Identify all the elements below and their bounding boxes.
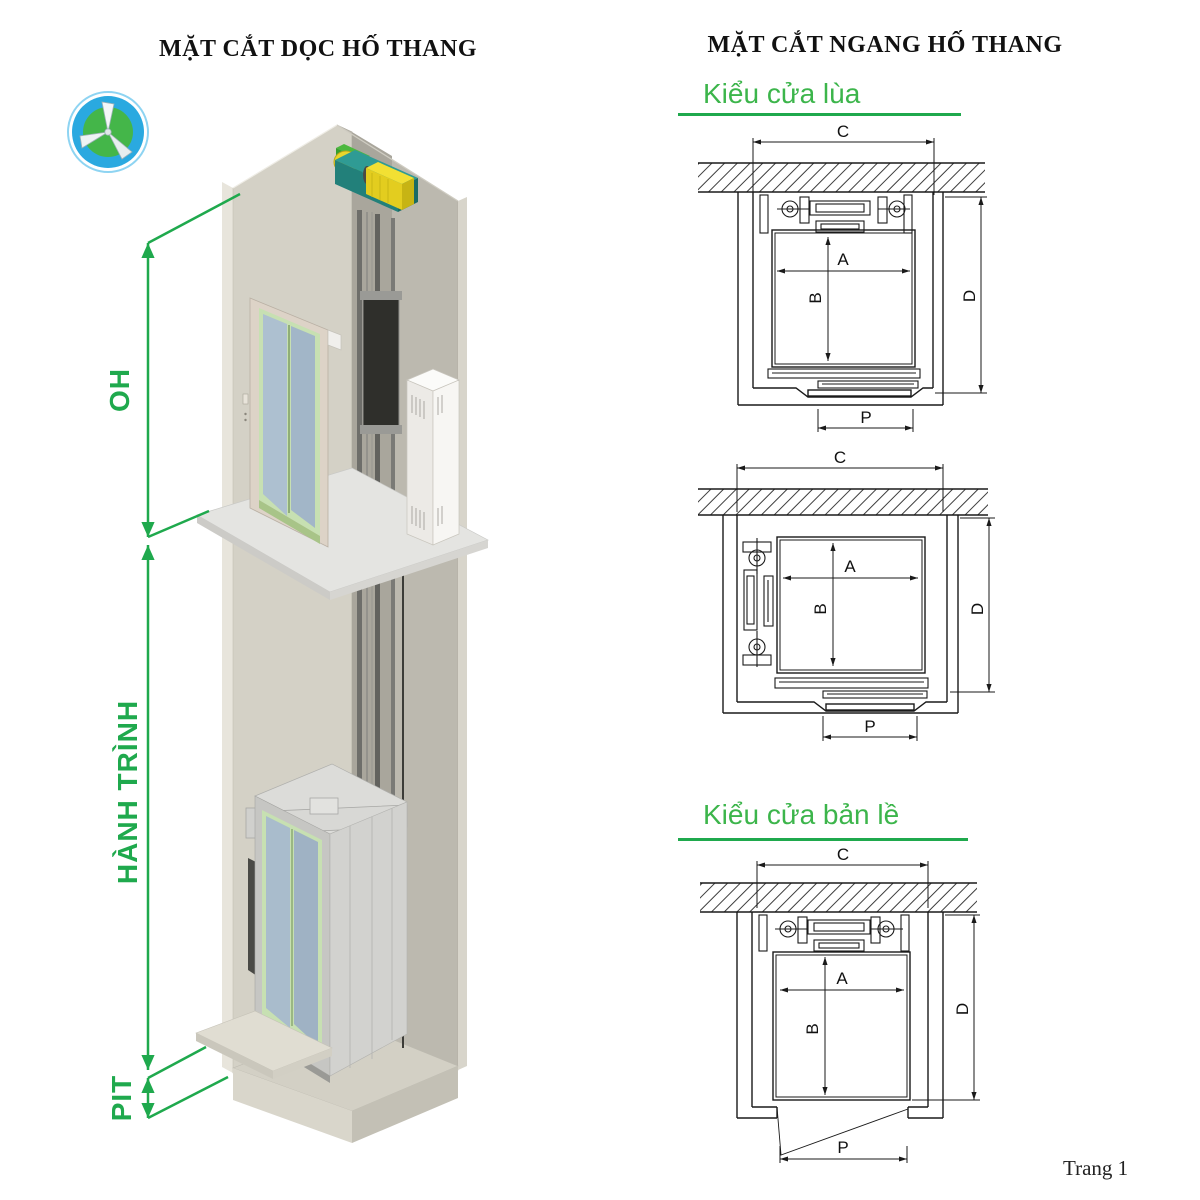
- dimension-lines: [752, 138, 987, 432]
- dim-a-label: A: [837, 250, 849, 269]
- page-number: Trang 1: [1063, 1156, 1129, 1180]
- cab-outline: [776, 536, 926, 674]
- dim-p-label: P: [837, 1138, 848, 1157]
- dim-b-label: B: [806, 292, 825, 303]
- door-type-sliding-heading: Kiểu cửa lùa: [703, 78, 861, 109]
- front-wall-hatch: [698, 489, 988, 515]
- overhead-bottom-leader: [147, 509, 210, 539]
- wall-outline: [698, 162, 985, 406]
- elevator-shaft-3d-illustration: [195, 124, 489, 1143]
- sliding-door-panels: [767, 368, 921, 389]
- hinged-heading-underline: [678, 838, 968, 841]
- dim-d-label: D: [960, 290, 979, 302]
- dimension-lines: [736, 464, 995, 741]
- dim-a-label: A: [844, 557, 856, 576]
- left-section-title: MẶT CẮT DỌC HỐ THANG: [158, 36, 478, 62]
- upper-landing-door: [242, 297, 342, 548]
- right-section-title: MẶT CẮT NGANG HỐ THANG: [707, 32, 1063, 58]
- dim-c-label: C: [837, 845, 849, 864]
- front-wall-hatch: [698, 163, 985, 192]
- traction-machine: [333, 144, 418, 212]
- counterweight-assembly: [759, 194, 913, 234]
- hinged-door-swing: [776, 1106, 909, 1156]
- overhead-dimension-label: OH: [104, 368, 135, 412]
- pit-top-leader: [147, 1045, 207, 1080]
- dim-a-label: A: [836, 969, 848, 988]
- dim-p-label: P: [860, 408, 871, 427]
- cab-outline: [772, 951, 911, 1101]
- pit-dimension-label: PIT: [106, 1074, 137, 1122]
- dim-c-label: C: [837, 122, 849, 141]
- turbine-blades: [79, 101, 133, 160]
- wall-outline: [700, 882, 977, 1119]
- travel-dimension-label: HÀNH TRÌNH: [112, 699, 143, 885]
- overhead-top-leader: [147, 192, 241, 245]
- front-wall-hatch: [700, 883, 977, 912]
- dim-p-label: P: [864, 717, 875, 736]
- dim-b-label: B: [803, 1023, 822, 1034]
- hall-call-panel: [242, 393, 249, 405]
- wall-outline: [698, 488, 988, 714]
- plan-view-sliding-side-counterweight: C A B D P: [698, 448, 995, 741]
- dimension-lines: [756, 861, 980, 1163]
- sliding-door-panels: [774, 677, 929, 699]
- counterweight: [360, 291, 402, 434]
- cab-outline: [771, 229, 916, 368]
- sliding-heading-underline: [678, 113, 961, 116]
- plan-view-sliding-rear-counterweight: C A B D P: [698, 122, 987, 432]
- counterweight-assembly: [742, 538, 774, 667]
- counterweight-assembly: [758, 914, 910, 952]
- vertical-dimension-overlay: [141, 192, 241, 1120]
- dim-d-label: D: [968, 603, 987, 615]
- plan-view-hinged-door: C A B D P: [700, 845, 980, 1163]
- control-cabinet: [406, 368, 460, 546]
- lower-landing-sill: [195, 1010, 333, 1079]
- dim-c-label: C: [834, 448, 846, 467]
- dim-d-label: D: [953, 1003, 972, 1015]
- pit-bottom-leader: [147, 1075, 229, 1120]
- elevator-cab: [245, 763, 408, 1083]
- door-type-hinged-heading: Kiểu cửa bản lề: [703, 799, 900, 830]
- cabinet-micro-text: [411, 395, 443, 530]
- dim-b-label: B: [811, 603, 830, 614]
- company-logo-wind-turbine-icon: [67, 91, 149, 173]
